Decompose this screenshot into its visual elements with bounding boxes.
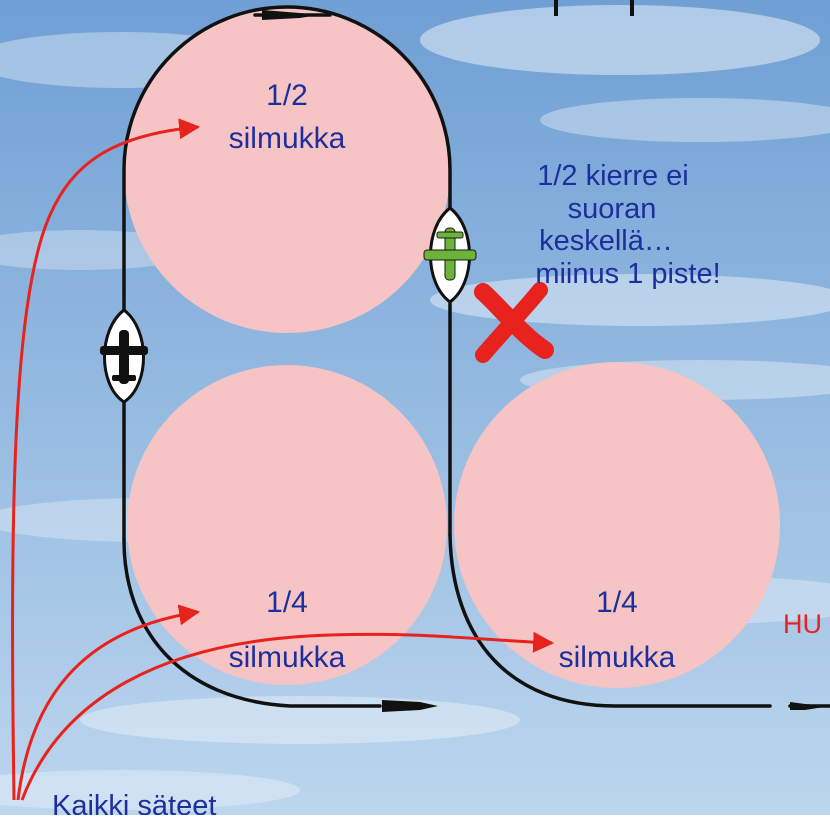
quarter-loop-disc-left: [127, 365, 447, 685]
quarter-loop-disc-right: [454, 362, 780, 688]
half-loop-label: silmukka: [229, 122, 346, 155]
penalty-cross: X: [474, 282, 554, 363]
top-edge-ticks: [554, 0, 634, 16]
half-loop-path: [122, 5, 452, 542]
airplane-icon-black: [100, 330, 148, 384]
plane-mark-top: [262, 10, 318, 20]
roll-symbol-right: [423, 206, 477, 304]
half-loop-fraction: 1/2: [266, 79, 308, 112]
arrow-to-quarter-loop-right: [20, 631, 555, 801]
note-line-4: miinus 1 piste!: [535, 258, 720, 290]
arrow-to-quarter-loop-left: [16, 604, 201, 801]
airplane-icon-green: [423, 227, 477, 281]
note-line-3: keskellä…: [539, 225, 673, 257]
edge-label: HU: [783, 609, 822, 639]
half-loop-disc: [124, 7, 450, 333]
quarter-loop-right-fraction: 1/4: [596, 586, 638, 619]
quarter-loop-left-fraction: 1/4: [266, 586, 308, 619]
plane-mark-bottom-right: [790, 702, 830, 710]
quarter-loop-left-label: silmukka: [229, 641, 346, 674]
roll-symbol-left: [100, 308, 148, 404]
quarter-loop-right-path: [448, 533, 772, 708]
annotation-arrows: [11, 118, 555, 801]
arrow-to-half-loop: [11, 118, 201, 801]
footer-label: Kaikki säteet: [52, 790, 216, 815]
note-line-1: 1/2 kierre ei: [537, 160, 689, 192]
plane-mark-bottom-left: [382, 700, 438, 712]
note-line-2: suoran: [568, 193, 657, 225]
quarter-loop-right-label: silmukka: [559, 641, 676, 674]
quarter-loop-left-path: [122, 538, 382, 708]
